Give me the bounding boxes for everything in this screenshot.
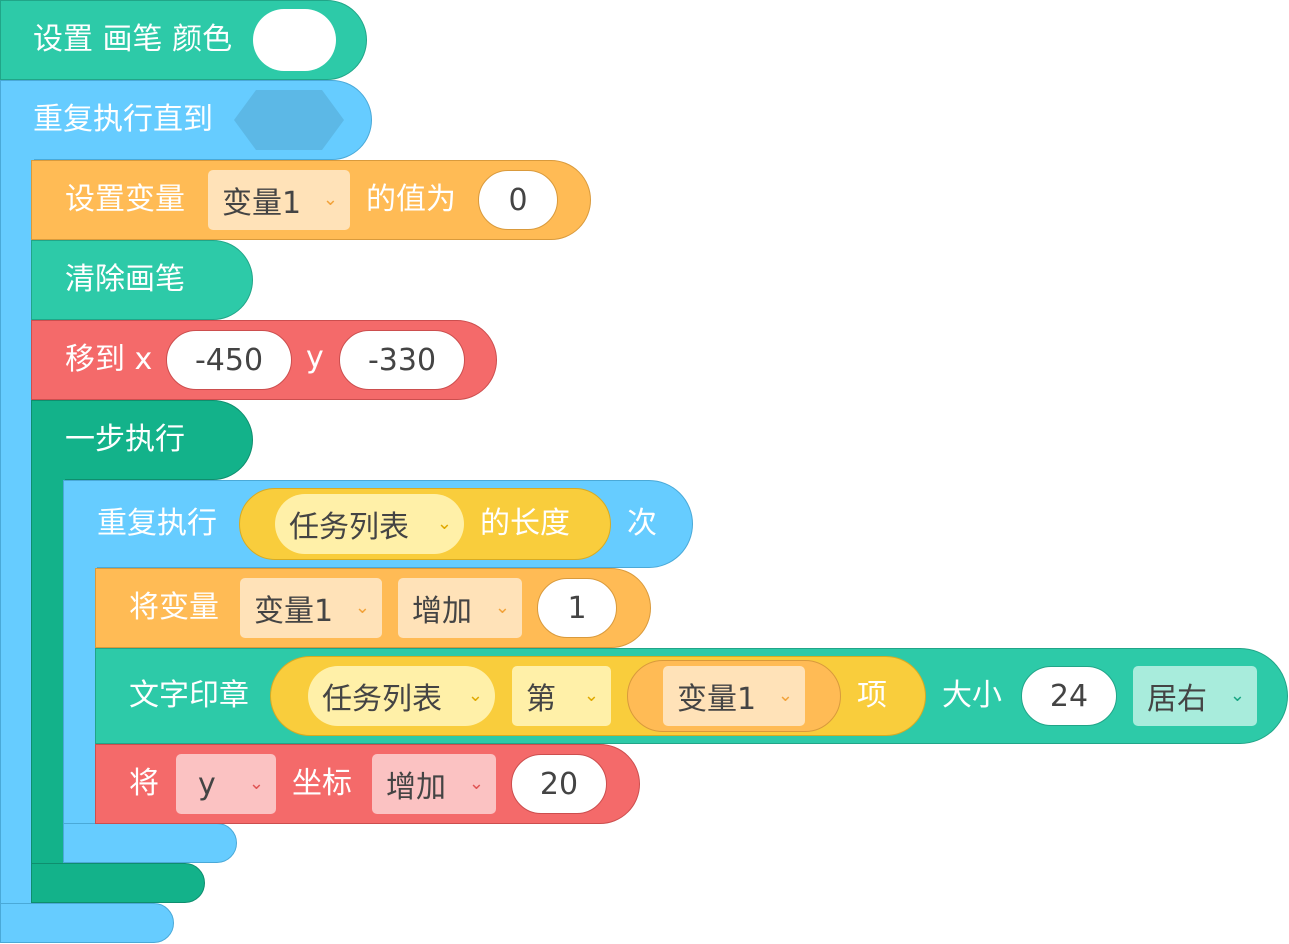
repeat-until-arm xyxy=(0,150,34,910)
move-to-label: 移到 x xyxy=(65,342,153,377)
chevron-down-icon: ⌄ xyxy=(494,597,510,618)
coord-op-dropdown[interactable]: 增加 ⌄ xyxy=(372,754,496,814)
repeat-n-arm xyxy=(63,560,97,830)
y-label: y xyxy=(306,340,324,375)
list-dropdown[interactable]: 任务列表 ⌄ xyxy=(275,494,464,554)
set-variable-mid-label: 的值为 xyxy=(366,182,456,217)
axis-value: y xyxy=(198,766,216,802)
change-op-value: 增加 xyxy=(412,594,472,629)
change-variable-value: 变量1 xyxy=(254,594,334,629)
repeat-n-footer xyxy=(63,823,237,863)
clear-pen-label: 清除画笔 xyxy=(65,262,185,297)
item-label: 项 xyxy=(857,678,887,713)
chevron-down-icon: ⌄ xyxy=(777,685,793,706)
stamp-list-value: 任务列表 xyxy=(322,682,442,717)
chevron-down-icon: ⌄ xyxy=(322,189,338,210)
text-stamp-label: 文字印章 xyxy=(129,678,249,713)
chevron-down-icon: ⌄ xyxy=(354,597,370,618)
step-run-block[interactable] xyxy=(31,400,253,480)
change-variable-dropdown[interactable]: 变量1 ⌄ xyxy=(240,578,382,638)
y-input[interactable]: -330 xyxy=(339,330,465,390)
clear-pen-block[interactable] xyxy=(31,240,253,320)
chevron-down-icon: ⌄ xyxy=(468,773,484,794)
change-op-dropdown[interactable]: 增加 ⌄ xyxy=(398,578,522,638)
index-variable-dropdown[interactable]: 变量1 ⌄ xyxy=(663,666,805,726)
change-coord-label: 将 xyxy=(129,766,159,801)
repeat-n-label: 重复执行 xyxy=(97,506,217,541)
coord-amount-input[interactable]: 20 xyxy=(511,754,607,814)
chevron-down-icon: ⌄ xyxy=(583,685,599,706)
coord-label: 坐标 xyxy=(292,766,352,801)
variable-dropdown[interactable]: 变量1 ⌄ xyxy=(208,170,350,230)
chevron-down-icon: ⌄ xyxy=(436,513,452,534)
condition-slot[interactable] xyxy=(234,90,344,150)
step-run-label: 一步执行 xyxy=(65,422,185,457)
chevron-down-icon: ⌄ xyxy=(248,773,264,794)
step-run-arm xyxy=(31,470,65,870)
size-label: 大小 xyxy=(942,678,1002,713)
coord-op-value: 增加 xyxy=(386,770,446,805)
repeat-until-footer xyxy=(0,903,174,943)
change-variable-amount-input[interactable]: 1 xyxy=(537,578,617,638)
set-variable-value-input[interactable]: 0 xyxy=(478,170,558,230)
x-input[interactable]: -450 xyxy=(166,330,292,390)
variable-dropdown-value: 变量1 xyxy=(222,186,302,221)
align-dropdown[interactable]: 居右 ⌄ xyxy=(1133,666,1257,726)
index-mode-dropdown[interactable]: 第 ⌄ xyxy=(512,666,611,726)
set-variable-label: 设置变量 xyxy=(65,182,185,217)
align-value: 居右 xyxy=(1147,682,1207,717)
index-variable-value: 变量1 xyxy=(677,682,757,717)
repeat-until-label: 重复执行直到 xyxy=(33,102,213,137)
times-label: 次 xyxy=(627,506,657,541)
stamp-list-dropdown[interactable]: 任务列表 ⌄ xyxy=(308,666,495,726)
change-variable-label: 将变量 xyxy=(129,590,219,625)
list-dropdown-value: 任务列表 xyxy=(289,510,409,545)
chevron-down-icon: ⌄ xyxy=(1229,685,1245,706)
pen-color-swatch[interactable] xyxy=(253,9,336,71)
size-input[interactable]: 24 xyxy=(1021,666,1117,726)
axis-dropdown[interactable]: y ⌄ xyxy=(176,754,276,814)
chevron-down-icon: ⌄ xyxy=(467,685,483,706)
length-label: 的长度 xyxy=(480,506,570,541)
step-run-footer xyxy=(31,863,205,903)
set-pen-color-label: 设置 画笔 颜色 xyxy=(33,22,233,57)
index-mode-value: 第 xyxy=(526,682,556,717)
